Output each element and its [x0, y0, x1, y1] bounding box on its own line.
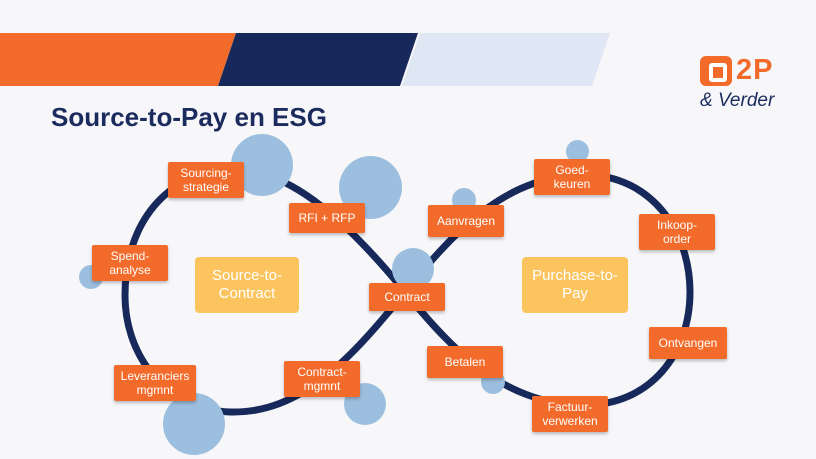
step-leveranciers-mgmnt: Leveranciers mgmnt	[114, 365, 196, 401]
logo: 2P & Verder	[700, 54, 790, 116]
logo-tagline: & Verder	[700, 90, 775, 111]
header-band-orange	[0, 33, 236, 86]
header-band-navy	[218, 33, 418, 86]
step-sourcing-strategie: Sourcing- strategie	[168, 162, 244, 198]
step-factuur-verwerken: Factuur- verwerken	[532, 396, 608, 432]
step-spend-analyse: Spend- analyse	[92, 245, 168, 281]
step-betalen: Betalen	[427, 346, 503, 378]
header-band-light	[402, 33, 610, 86]
step-contract: Contract	[369, 283, 445, 311]
step-inkooporder: Inkoop- order	[639, 214, 715, 250]
step-aanvragen: Aanvragen	[428, 205, 504, 237]
logo-mark-icon	[700, 56, 732, 86]
step-goedkeuren: Goed- keuren	[534, 159, 610, 195]
decor-circle	[163, 393, 225, 455]
center-label-right: Purchase-to- Pay	[522, 257, 628, 313]
page-title: Source-to-Pay en ESG	[51, 102, 327, 132]
logo-brand: 2P	[736, 54, 774, 86]
center-label-left: Source-to- Contract	[195, 257, 299, 313]
step-contract-mgmnt: Contract- mgmnt	[284, 361, 360, 397]
decor-circle	[566, 140, 589, 163]
step-rfi-rfp: RFI + RFP	[289, 203, 365, 233]
step-ontvangen: Ontvangen	[649, 327, 727, 359]
